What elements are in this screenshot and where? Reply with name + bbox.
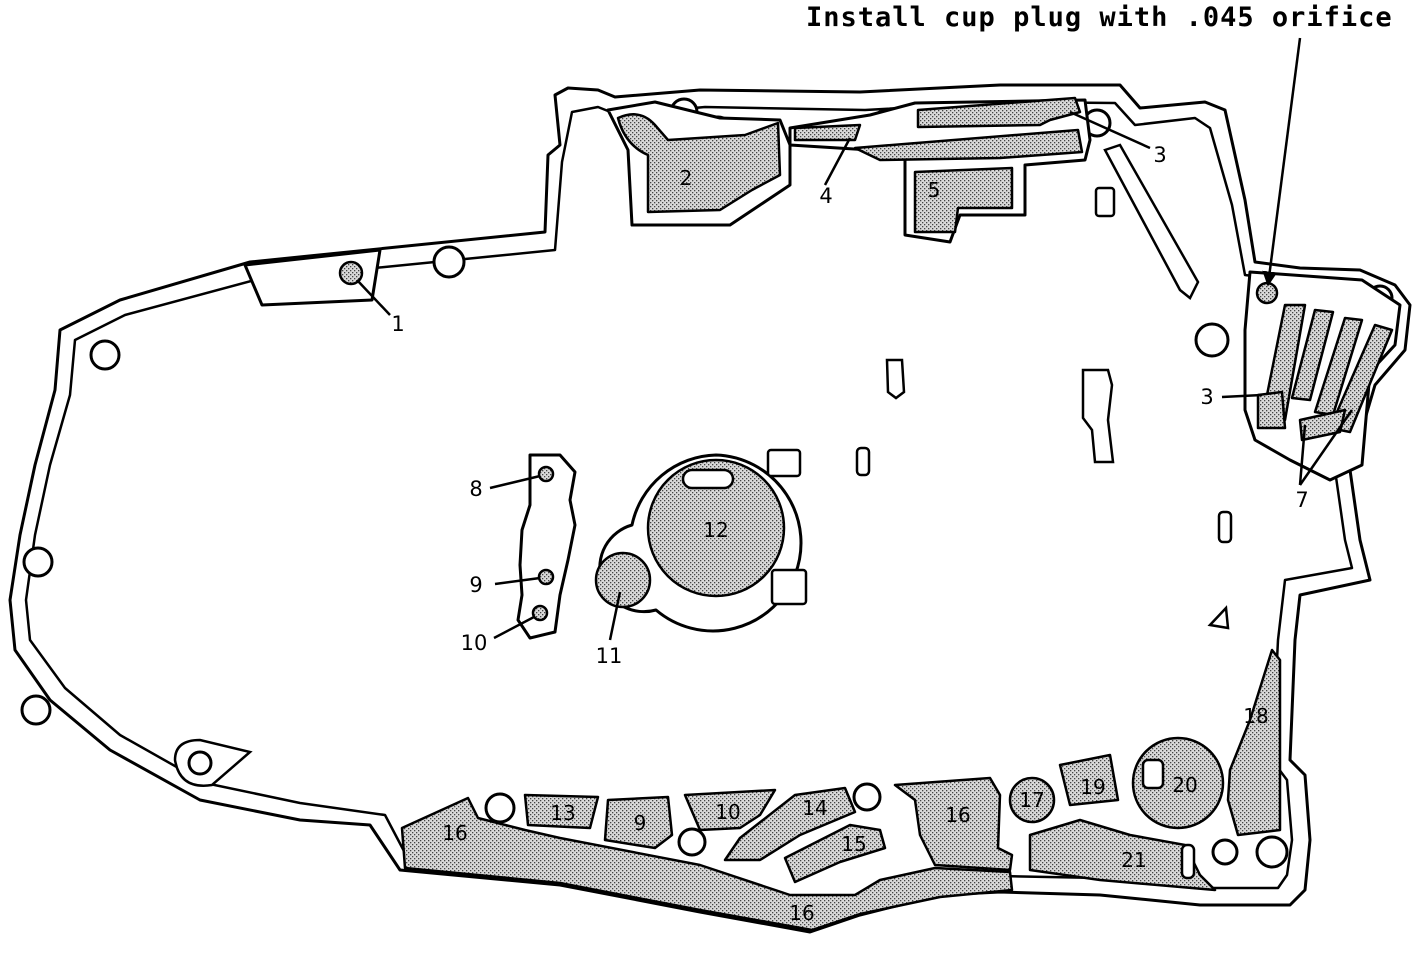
- passage-5: [913, 166, 1014, 234]
- passage-7c: [1328, 323, 1394, 434]
- callout-7: 7: [1295, 488, 1308, 512]
- callout-10: 10: [461, 631, 488, 655]
- passage-19: [1058, 753, 1120, 807]
- slot-opening: [1180, 843, 1196, 880]
- callout-12: 12: [703, 518, 728, 542]
- callout-4: 4: [819, 184, 832, 208]
- label-13: 13: [550, 801, 575, 825]
- callout-8: 8: [469, 477, 482, 501]
- slot-opening: [770, 568, 808, 606]
- bolt-hole: [432, 245, 466, 279]
- passage-15: [783, 823, 887, 884]
- cup-plug-orifice: [1255, 281, 1279, 305]
- passage-3-top-lower: [853, 128, 1084, 162]
- bolt-hole: [484, 792, 516, 824]
- passage-3-right-foot: [1256, 390, 1287, 430]
- label-20: 20: [1172, 773, 1197, 797]
- passage-3-top: [916, 96, 1082, 129]
- callout-leader: [489, 474, 541, 490]
- slot-opening: [1081, 368, 1115, 464]
- label-21: 21: [1121, 848, 1146, 872]
- callout-2: 2: [680, 166, 693, 190]
- label-19: 19: [1080, 775, 1105, 799]
- bolt-hole: [852, 782, 882, 812]
- callout-leader: [608, 591, 622, 641]
- callout-leader: [1298, 424, 1307, 486]
- slot-opening: [766, 448, 802, 478]
- callout-9: 9: [469, 573, 482, 597]
- callout-leader: [1298, 409, 1354, 486]
- bolt-hole: [1194, 322, 1230, 358]
- cup-plug-instruction: Install cup plug with .045 orifice: [806, 2, 1393, 33]
- passage-8: [537, 465, 555, 483]
- slot-opening: [855, 446, 871, 477]
- bolt-hole: [1255, 835, 1289, 869]
- passage-12: [646, 458, 786, 598]
- label-16-right: 16: [945, 803, 970, 827]
- passage-1: [338, 260, 364, 286]
- passage-9: [537, 568, 555, 586]
- passage-14: [723, 786, 857, 862]
- instruction-arrow: [1262, 37, 1302, 287]
- slot-opening: [1103, 143, 1200, 300]
- bolt-hole: [677, 827, 707, 857]
- slot-opening: [681, 468, 735, 490]
- label-17: 17: [1019, 788, 1044, 812]
- bolt-hole: [187, 750, 213, 776]
- slot-opening: [885, 358, 906, 400]
- bolt-hole: [20, 694, 52, 726]
- bolt-hole: [22, 546, 54, 578]
- callout-1: 1: [391, 312, 404, 336]
- label-15: 15: [841, 832, 866, 856]
- callout-3-top: 3: [1153, 143, 1166, 167]
- bolt-hole: [1211, 838, 1239, 866]
- passage-21: [1028, 818, 1217, 892]
- callout-leader: [1221, 393, 1263, 399]
- label-18: 18: [1243, 704, 1268, 728]
- label-10-bottom: 10: [715, 800, 740, 824]
- slot-opening: [173, 738, 253, 787]
- passage-4: [793, 123, 862, 142]
- label-16-bottom: 16: [789, 901, 814, 925]
- slot-opening: [1217, 510, 1233, 544]
- passage-10: [531, 604, 549, 622]
- slot-opening: [1207, 605, 1230, 630]
- callout-5: 5: [928, 178, 941, 202]
- label-16-left: 16: [442, 821, 467, 845]
- check-ball-cluster-outline: [516, 453, 577, 640]
- label-14: 14: [802, 796, 827, 820]
- slot-opening: [1141, 758, 1165, 790]
- passage-7-foot: [1298, 408, 1347, 442]
- passage-13: [523, 793, 600, 830]
- label-9-bottom: 9: [634, 811, 647, 835]
- passage-10-bottom: [683, 788, 777, 832]
- callout-leader: [356, 279, 391, 316]
- passage-9-bottom: [603, 795, 674, 850]
- passage-16-right: [893, 776, 1014, 872]
- callout-leader: [1069, 110, 1151, 150]
- callout-leader: [494, 576, 541, 586]
- slot-opening: [1094, 186, 1116, 218]
- passage-17: [1008, 776, 1056, 824]
- callout-3-right: 3: [1200, 385, 1213, 409]
- callout-11: 11: [596, 644, 623, 668]
- passage-18: [1226, 648, 1282, 837]
- callout-leader: [823, 137, 852, 186]
- passage-16-bottom: [400, 796, 1014, 932]
- gasket-inner-edge: [24, 100, 1394, 916]
- passage-2: [616, 113, 782, 214]
- passage-11: [594, 551, 652, 609]
- passage-7a: [1290, 308, 1335, 402]
- bolt-hole: [89, 339, 121, 371]
- callout-leader: [493, 615, 535, 640]
